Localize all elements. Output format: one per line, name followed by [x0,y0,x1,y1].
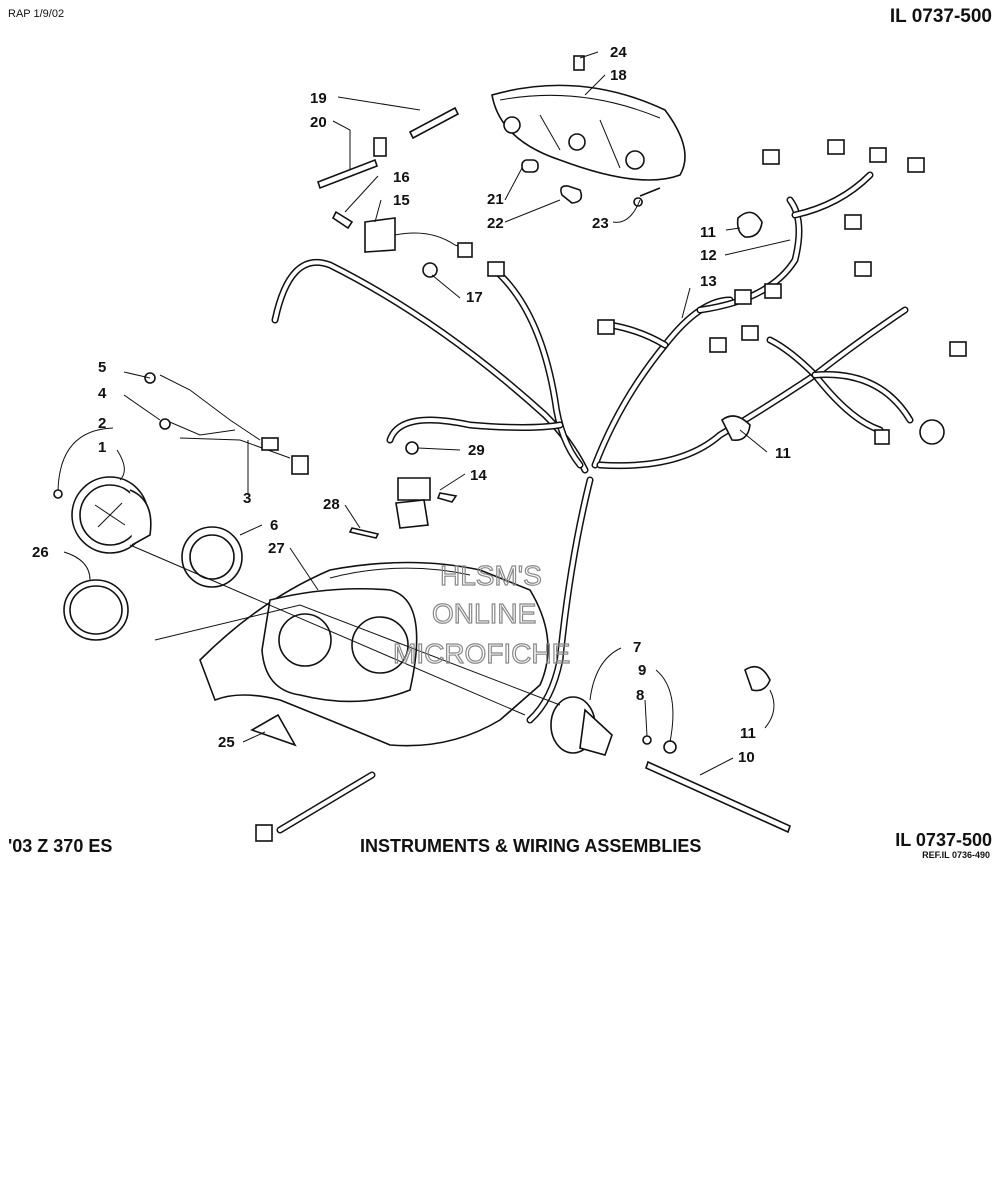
callout-28: 28 [323,496,340,513]
bulb-28[interactable] [348,527,380,539]
speedometer-gauge[interactable] [71,476,152,554]
bulb-socket-22[interactable] [560,185,583,204]
nut-17[interactable] [422,262,438,278]
connector[interactable] [949,341,967,357]
page-title: INSTRUMENTS & WIRING ASSEMBLIES [360,836,702,856]
callout-15: 15 [393,192,410,209]
callout-22: 22 [487,215,504,232]
fuse-14[interactable] [436,492,458,503]
callout-27: 27 [268,540,285,557]
callout-21: 21 [487,191,504,208]
illustration-number-bottom: IL 0737-500 [895,830,992,850]
callout-11-middle: 11 [775,445,791,462]
bulb-21[interactable] [521,159,539,173]
connector[interactable] [709,337,727,353]
callout-26: 26 [32,544,49,561]
connector[interactable] [874,429,890,445]
headlight-assembly[interactable] [491,84,686,181]
callout-25: 25 [218,734,235,751]
callout-23: 23 [592,215,609,232]
terminal-4[interactable] [159,418,171,430]
callout-11-upper: 11 [700,224,716,241]
connector[interactable] [762,149,780,165]
connector[interactable] [457,242,473,258]
watermark-line-2: ONLINE [432,598,536,629]
fastener-29[interactable] [405,441,419,455]
callout-20: 20 [310,114,327,131]
watermark-line-3: MICROFICHE [393,638,570,669]
callout-17: 17 [466,289,483,306]
callout-29: 29 [468,442,485,459]
main-wiring-harness[interactable] [271,171,914,834]
round-connector[interactable] [919,419,945,445]
connector[interactable] [827,139,845,155]
harness-clip-11[interactable] [744,665,771,692]
callout-11-lower: 11 [740,725,756,742]
connector[interactable] [255,824,273,842]
watermark-line-1: HLSM'S [440,560,542,591]
relay-socket[interactable] [395,499,429,529]
callout-4: 4 [98,385,107,402]
connector[interactable] [734,289,752,305]
speedometer-drive[interactable] [550,696,613,756]
connector[interactable] [844,214,862,230]
callout-6: 6 [270,517,278,534]
callout-18: 18 [610,67,627,84]
connector[interactable] [907,157,925,173]
reference-illustration: REF.IL 0736-490 [922,850,990,860]
headlight-clip[interactable] [573,55,585,71]
callout-14: 14 [470,467,487,484]
callout-24: 24 [610,44,627,61]
bulb-2[interactable] [53,489,63,499]
connector[interactable] [597,319,615,335]
relay[interactable] [397,477,431,501]
adjuster-bolt[interactable] [408,106,460,140]
connector[interactable] [741,325,759,341]
callout-10: 10 [738,749,755,766]
nut-9[interactable] [663,740,677,754]
cable-tie[interactable] [316,158,379,190]
switch-15[interactable] [364,217,396,253]
bulb-23[interactable] [633,187,661,207]
connector[interactable] [869,147,887,163]
connector[interactable] [854,261,872,277]
callout-13: 13 [700,273,717,290]
washer-8[interactable] [642,735,652,745]
harness-clip-11[interactable] [720,415,751,442]
screw-16[interactable] [331,210,354,230]
bracket[interactable] [373,137,387,157]
callout-2: 2 [98,415,106,432]
decal-25[interactable] [250,713,297,747]
harness-clip-11[interactable] [736,211,763,238]
model-label: '03 Z 370 ES [8,836,113,856]
callout-9: 9 [638,662,646,679]
illustration-number-top: IL 0737-500 [889,6,992,27]
callout-1: 1 [98,439,106,456]
connector[interactable] [487,261,505,277]
speedometer-cable-10[interactable] [645,760,791,834]
callout-19: 19 [310,90,327,107]
sub-harness-3[interactable] [261,437,279,451]
connector[interactable] [764,283,782,299]
callout-3: 3 [243,490,251,507]
revision-date: RAP 1/9/02 [8,8,65,20]
callout-12: 12 [700,247,717,264]
callout-16: 16 [393,169,410,186]
callout-8: 8 [636,687,644,704]
callout-7: 7 [633,639,641,656]
callout-5: 5 [98,359,106,376]
connector[interactable] [291,455,309,475]
